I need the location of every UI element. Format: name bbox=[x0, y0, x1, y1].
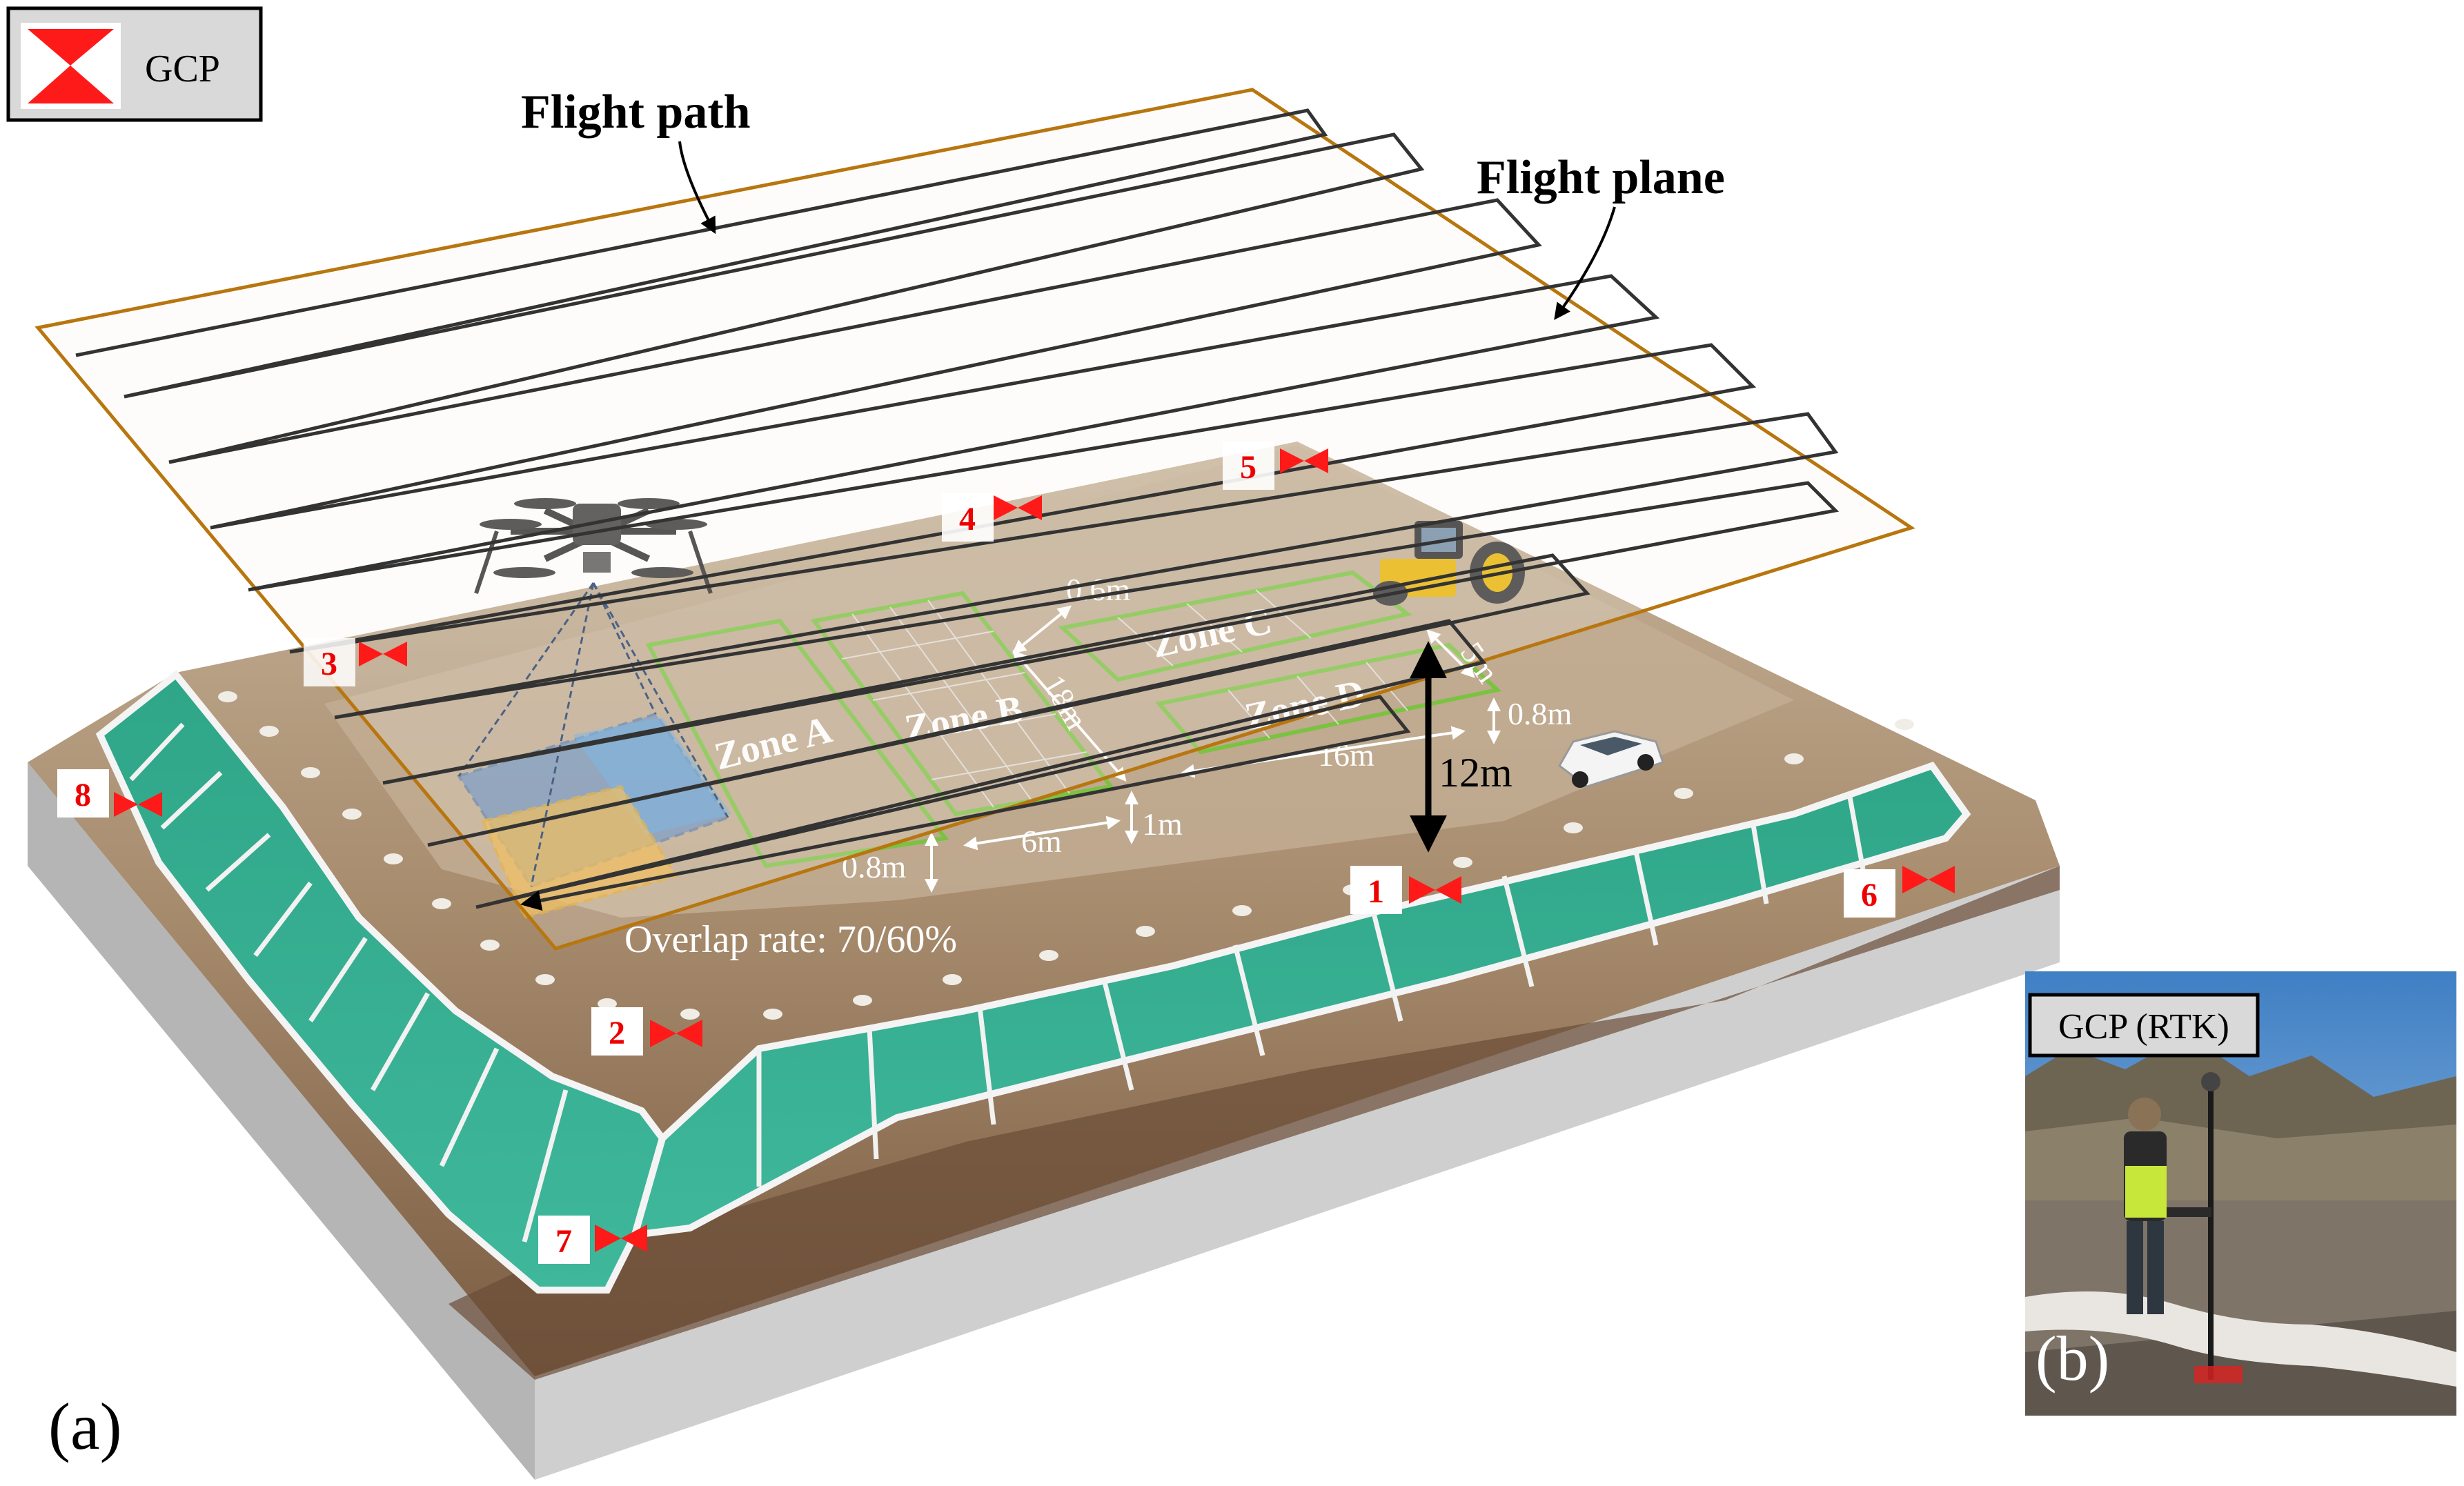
flight-path-label: Flight path bbox=[521, 86, 751, 139]
gcp-icon bbox=[359, 642, 407, 666]
gcp-marker-4: 4 bbox=[942, 493, 1042, 542]
gcp-icon bbox=[595, 1225, 647, 1252]
gcp-marker-5: 5 bbox=[1223, 442, 1328, 490]
surveyor-figure bbox=[2124, 1072, 2220, 1380]
flight-height-label: 12m bbox=[1439, 750, 1512, 795]
foreground-soil bbox=[449, 866, 2060, 1380]
gcp-legend-icon bbox=[28, 29, 114, 103]
svg-text:1: 1 bbox=[1368, 873, 1384, 910]
flight-plane-label: Flight plane bbox=[1477, 151, 1725, 204]
gcp-marker-2: 2 bbox=[591, 1007, 702, 1056]
flight-path-line bbox=[75, 108, 1840, 911]
gcp-icon bbox=[1409, 876, 1461, 904]
svg-text:8: 8 bbox=[75, 777, 91, 813]
panel-a-label: (a) bbox=[48, 1389, 122, 1463]
svg-text:5: 5 bbox=[1240, 449, 1256, 486]
flight-plane-annotation: Flight plane bbox=[1477, 151, 1725, 320]
inset-title: GCP (RTK) bbox=[2058, 1007, 2229, 1047]
dimension-annotations: 0.6m 18m 5m 0.8m 16m 1m 6m 0.8m bbox=[842, 572, 1573, 893]
sandbag-row bbox=[218, 691, 1914, 1020]
gcp-legend-label: GCP bbox=[145, 48, 220, 90]
gcp-marker-1: 1 bbox=[1350, 866, 1461, 914]
gcp-marker-3: 3 bbox=[304, 638, 407, 686]
inset-photo: GCP (RTK) (b) bbox=[2025, 971, 2456, 1416]
svg-text:6: 6 bbox=[1861, 877, 1877, 913]
svg-text:3: 3 bbox=[321, 646, 337, 682]
dim-0-8m-right: 0.8m bbox=[1508, 696, 1573, 731]
dim-6m: 6m bbox=[1021, 824, 1062, 859]
svg-text:7: 7 bbox=[555, 1223, 572, 1260]
gcp-marker-7: 7 bbox=[538, 1216, 647, 1264]
svg-text:4: 4 bbox=[959, 501, 976, 537]
dim-1m: 1m bbox=[1142, 806, 1183, 842]
block-left-side bbox=[28, 762, 535, 1480]
flight-path-annotation: Flight path bbox=[521, 86, 751, 235]
gcp-markers: 1 2 3 4 5 6 7 bbox=[57, 442, 1955, 1264]
gcp-icon bbox=[1280, 448, 1328, 473]
legend-box: GCP bbox=[6, 6, 263, 122]
gcp-icon bbox=[994, 495, 1042, 520]
white-car bbox=[1558, 730, 1664, 788]
gcp-marker-6: 6 bbox=[1844, 866, 1955, 918]
svg-text:2: 2 bbox=[609, 1015, 625, 1051]
flight-height-annotation: 12m bbox=[1410, 641, 1512, 853]
panel-b-label: (b) bbox=[2036, 1323, 2109, 1394]
gcp-icon bbox=[650, 1020, 702, 1047]
overlap-rate-label: Overlap rate: 70/60% bbox=[624, 918, 957, 961]
block-front-side bbox=[535, 866, 2060, 1480]
gcp-marker-8: 8 bbox=[57, 769, 162, 818]
gcp-icon bbox=[114, 792, 162, 817]
gcp-icon bbox=[1902, 866, 1955, 893]
